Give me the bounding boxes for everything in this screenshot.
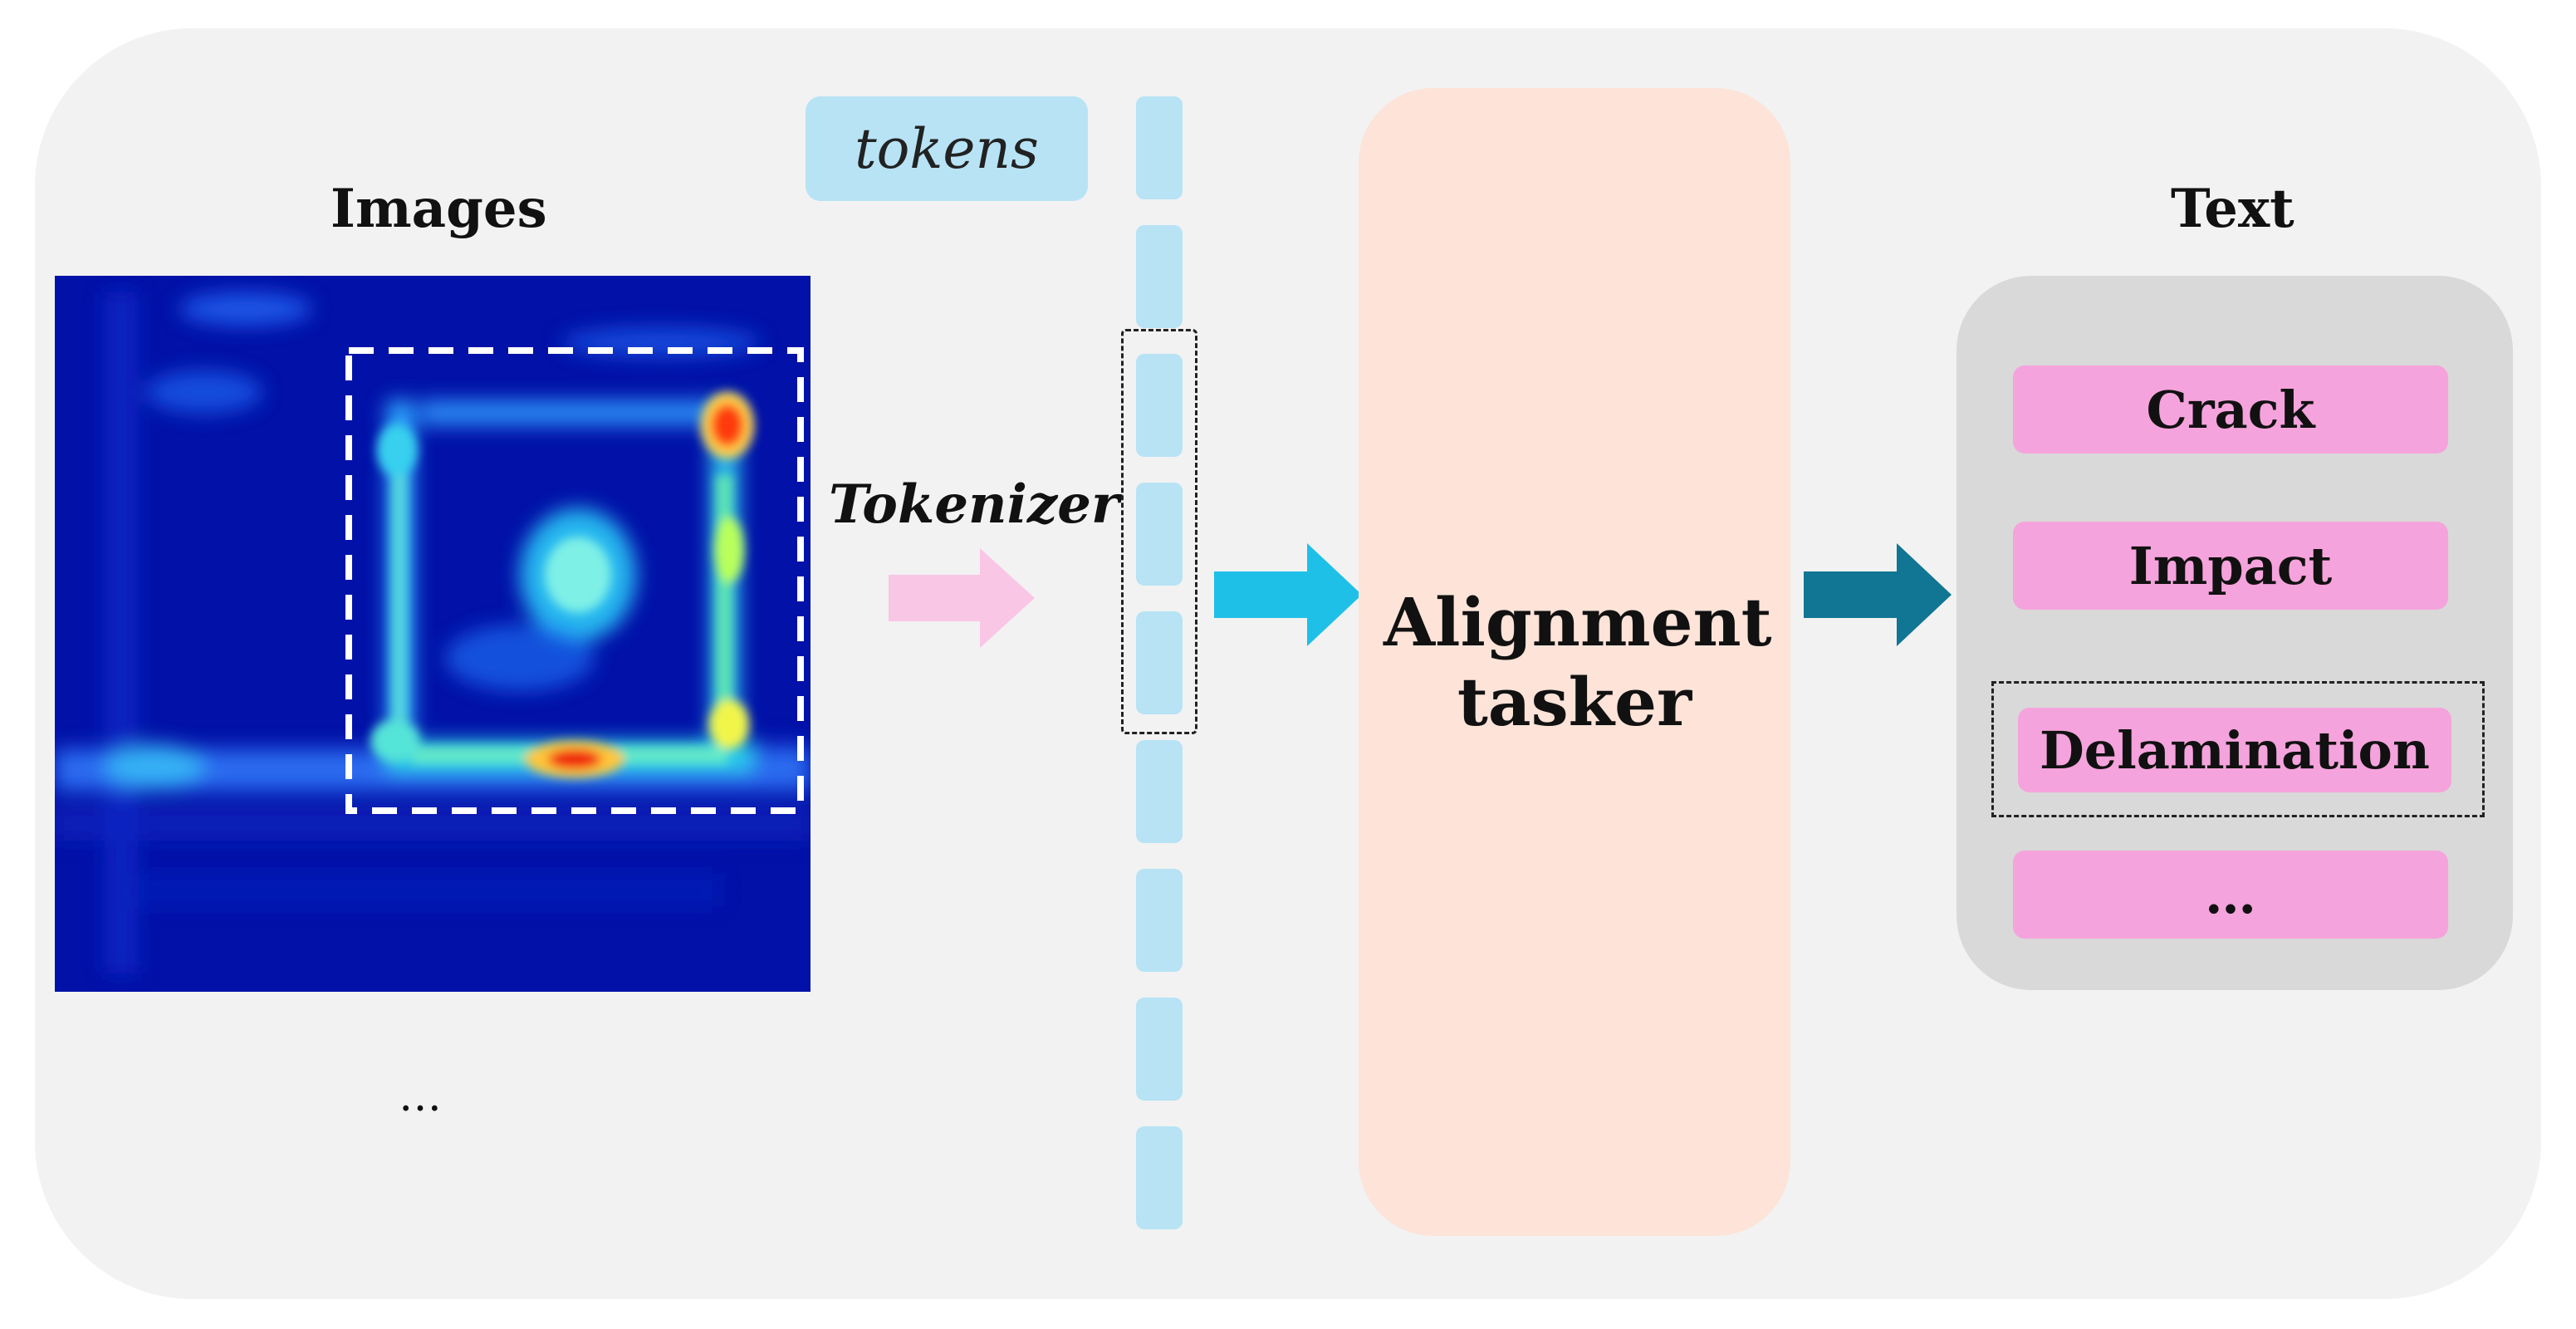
text-title: Text: [2171, 178, 2294, 240]
tokenizer-arrow: [889, 548, 1035, 648]
label-more-ellipsis: …: [2013, 851, 2448, 939]
token-7: [1136, 869, 1183, 972]
token-3: [1136, 354, 1183, 457]
token-4: [1136, 483, 1183, 586]
arrow-to-alignment: [1214, 543, 1362, 646]
images-title: Images: [331, 178, 547, 240]
images-more-ellipsis: …: [399, 1072, 442, 1121]
token-9: [1136, 1126, 1183, 1229]
token-8: [1136, 998, 1183, 1101]
label-delamination: Delamination: [2018, 708, 2451, 792]
arrow-to-text: [1804, 543, 1952, 646]
tokens-legend-chip: tokens: [806, 96, 1088, 201]
token-5: [1136, 611, 1183, 714]
alignment-tasker-block: Alignment tasker: [1359, 88, 1790, 1236]
label-impact: Impact: [2013, 522, 2448, 610]
tokenizer-label: Tokenizer: [829, 473, 1119, 536]
selected-label-box: [1991, 681, 2485, 817]
selected-tokens-box: [1121, 329, 1197, 734]
token-2: [1136, 225, 1183, 328]
alignment-tasker-label: Alignment tasker: [1383, 583, 1772, 741]
label-crack: Crack: [2013, 365, 2448, 454]
heatmap-image: [55, 276, 811, 992]
token-6: [1136, 740, 1183, 843]
token-1: [1136, 96, 1183, 199]
